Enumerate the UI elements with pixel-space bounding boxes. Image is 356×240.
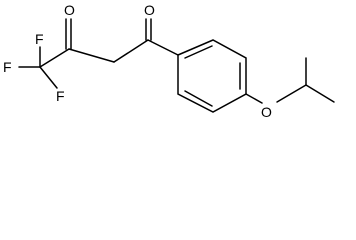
- ring-inner-double-3: [184, 90, 213, 107]
- atom-f-top: F: [35, 31, 44, 47]
- atom-o-ketone-cf3: O: [64, 2, 75, 18]
- atom-f-left: F: [3, 59, 12, 75]
- molecule-structure: F F F O O O: [3, 2, 335, 120]
- ring-outline: [177, 39, 247, 113]
- ketone-cf3-side: O: [64, 2, 75, 50]
- ketone-aryl-side: O: [144, 2, 155, 41]
- bond-ch-methyl-right: [305, 84, 335, 103]
- benzene-ring: [177, 39, 247, 113]
- bond-carbonyl2-aryl: [147, 39, 179, 56]
- atom-o-ether: O: [261, 104, 272, 120]
- diketone-chain: [39, 39, 179, 68]
- ring-inner-double-1: [184, 45, 213, 59]
- trifluoromethyl-group: F F F: [3, 31, 65, 104]
- bond-ring-o: [245, 93, 263, 104]
- bond-cf3-carbonyl1: [39, 48, 70, 68]
- bond-o-ch: [276, 84, 307, 103]
- bond-carbonyl1-ch2: [68, 48, 115, 63]
- bond-ch2-carbonyl2: [113, 39, 149, 63]
- bond-cf3-f-bottom: [39, 66, 58, 89]
- atom-f-bottom: F: [56, 88, 65, 104]
- atom-o-ketone-aryl: O: [144, 2, 155, 18]
- isopropoxy-group: O: [245, 57, 335, 120]
